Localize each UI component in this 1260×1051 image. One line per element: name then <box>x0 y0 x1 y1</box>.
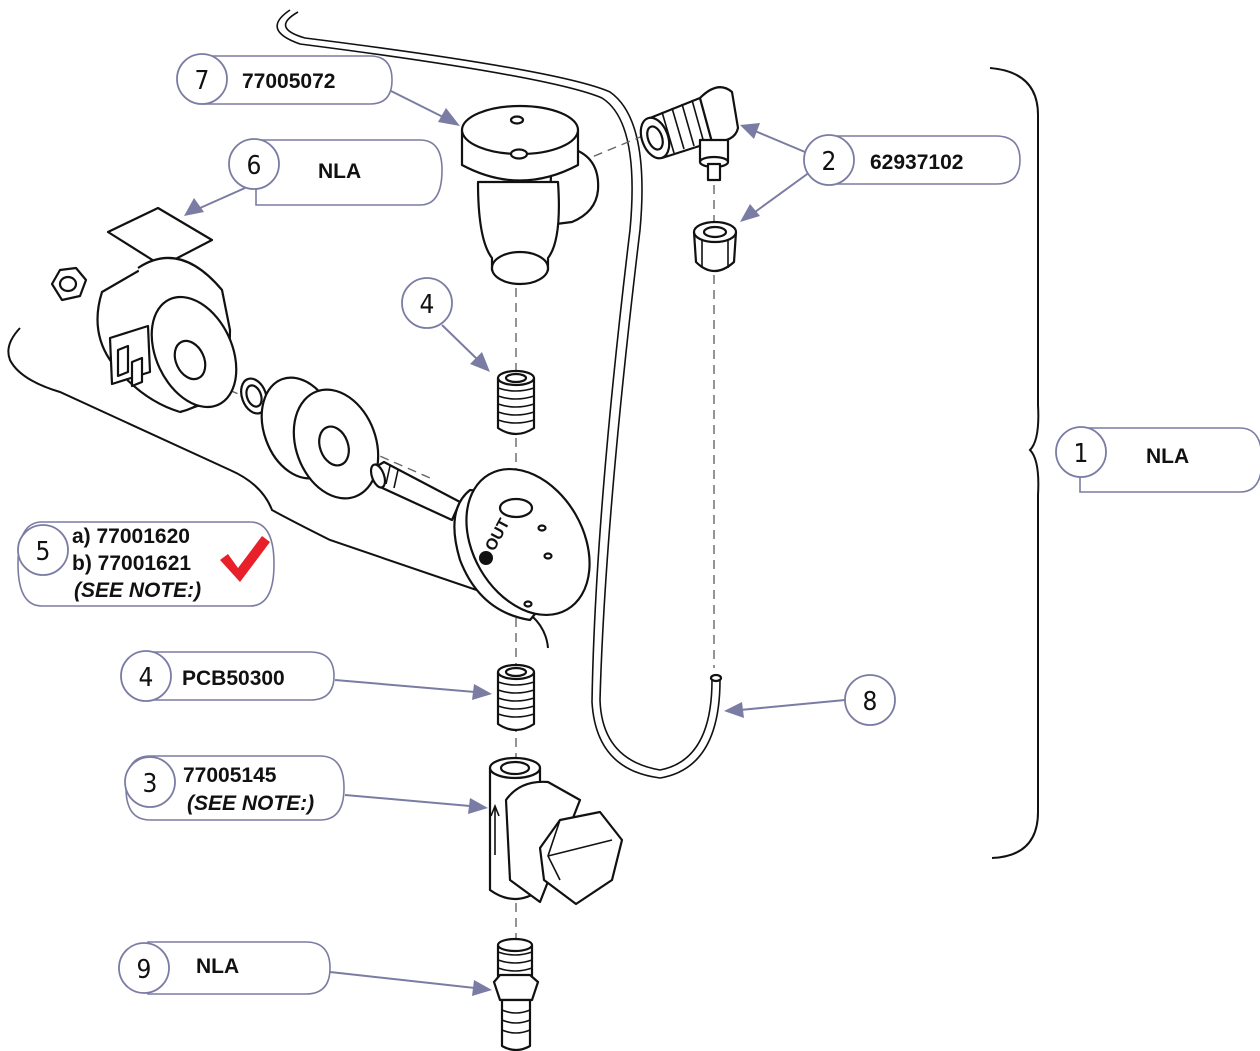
callout-number: 1 <box>1074 439 1089 469</box>
callout-number: 2 <box>822 147 837 177</box>
part-number-b: b) 77001621 <box>72 552 191 575</box>
callout-number: 9 <box>137 955 152 985</box>
leader-lines <box>184 87 846 996</box>
callout-7[interactable]: 7 77005072 <box>176 53 393 105</box>
callout-9[interactable]: 9 NLA <box>118 941 331 995</box>
callout-4-lower[interactable]: 4 PCB50300 <box>120 650 335 702</box>
see-note-label: (SEE NOTE:) <box>187 792 314 815</box>
callout-number: 4 <box>420 290 435 320</box>
part-number: 77005145 <box>183 764 277 787</box>
checkmark-icon <box>220 536 270 582</box>
compression-nut-2 <box>692 220 738 273</box>
part-number: NLA <box>1146 445 1189 468</box>
callout-number: 4 <box>139 663 154 693</box>
callout-number: 3 <box>143 769 158 799</box>
callout-2[interactable]: 2 62937102 <box>803 134 1021 186</box>
part-number: 62937102 <box>870 151 963 174</box>
callout-8[interactable]: 8 <box>844 674 896 726</box>
adapter-9 <box>492 937 540 1051</box>
elbow-fitting-2 <box>639 86 740 182</box>
part-number: NLA <box>318 160 361 183</box>
tubing-8 <box>276 9 723 779</box>
part-number: PCB50300 <box>182 667 285 690</box>
see-note-label: (SEE NOTE:) <box>74 579 201 602</box>
callout-number: 5 <box>36 537 51 567</box>
solenoid-valve-5: OUT <box>50 256 591 622</box>
callout-number: 6 <box>247 151 262 181</box>
part-number-a: a) 77001620 <box>72 525 190 548</box>
callout-4-upper[interactable]: 4 <box>401 277 453 329</box>
part-number: 77005072 <box>242 70 335 93</box>
label-card-6 <box>106 206 214 268</box>
callout-number: 7 <box>195 66 210 96</box>
nipple-4-upper <box>496 369 536 436</box>
centerline-angle <box>579 134 646 163</box>
callout-3[interactable]: 3 77005145 (SEE NOTE:) <box>124 755 345 821</box>
strainer-3 <box>488 756 624 906</box>
callout-5[interactable]: 5 a) 77001620 b) 77001621 (SEE NOTE:) <box>17 521 275 607</box>
callout-number: 8 <box>863 687 878 717</box>
nipple-4-lower <box>496 663 536 732</box>
callout-6[interactable]: 6 NLA <box>228 138 443 206</box>
assembly-brace-1 <box>989 67 1040 859</box>
part-number: NLA <box>196 955 239 978</box>
valve-cap-7 <box>460 104 600 286</box>
callout-1[interactable]: 1 NLA <box>1055 426 1260 493</box>
